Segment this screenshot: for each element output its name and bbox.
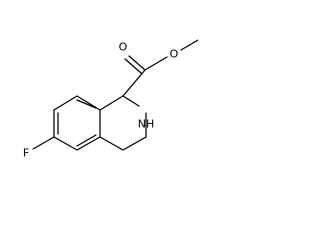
bond-c6-c5 bbox=[53, 136, 78, 151]
bond-c5-c4a bbox=[76, 136, 101, 151]
bond-c4-c4a bbox=[99, 136, 124, 151]
aromatic-ring bbox=[53, 95, 101, 151]
bond-c8a-c8-inner bbox=[76, 99, 97, 109]
bond-c1-n2 bbox=[122, 95, 140, 107]
ester-oxygen-label: O bbox=[170, 48, 179, 61]
carbonyl-oxygen-label: O bbox=[119, 41, 128, 54]
amine-label: NH bbox=[138, 118, 155, 131]
bond-c1-carbonyl-carbon bbox=[122, 69, 146, 97]
fluorine-label: F bbox=[23, 147, 29, 160]
bond-c6-fluorine bbox=[32, 136, 55, 150]
bond-c8-c7 bbox=[53, 95, 78, 111]
molecule-structure: O O NH F bbox=[23, 39, 198, 160]
bond-carbonyl-double-b bbox=[124, 58, 142, 74]
bond-c8a-c1 bbox=[99, 95, 124, 111]
bond-c3-c4 bbox=[122, 136, 147, 151]
bond-carbonyl-double-a bbox=[128, 55, 146, 71]
ester-group bbox=[122, 39, 198, 97]
bond-ester-oxygen-methyl bbox=[180, 39, 198, 51]
bond-carbonyl-carbon-ester-oxygen bbox=[144, 56, 168, 71]
saturated-ring bbox=[99, 95, 147, 151]
bond-c5-c4a-inner bbox=[76, 134, 97, 147]
